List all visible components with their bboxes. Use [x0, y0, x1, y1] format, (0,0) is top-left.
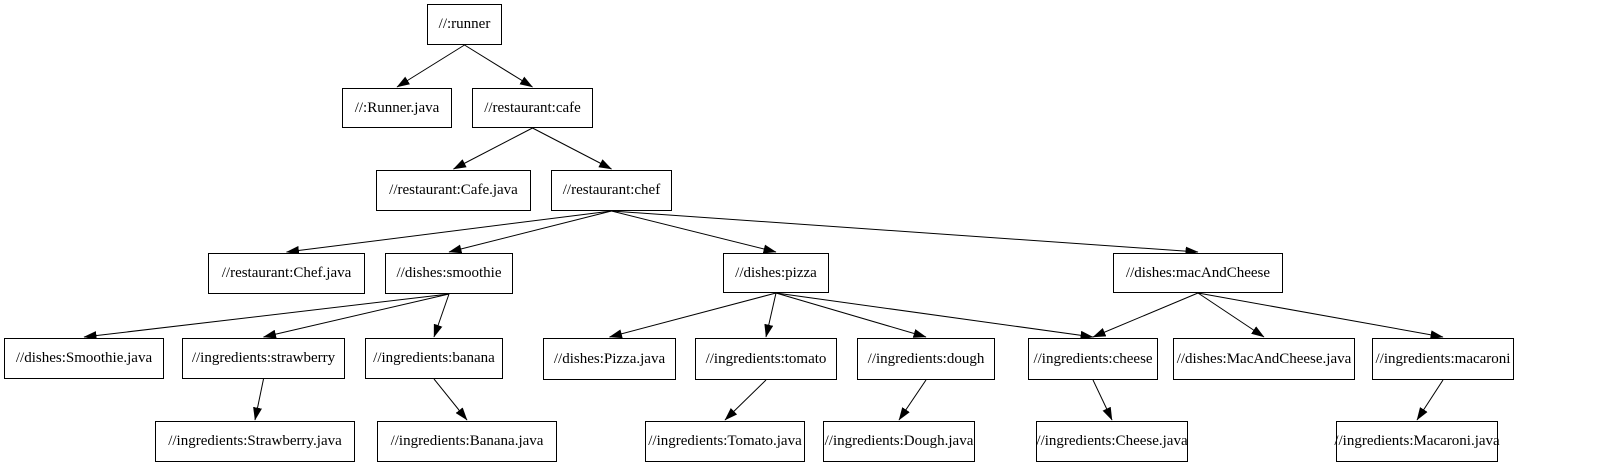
graph-edge-pizza-cheese [775, 292, 1094, 340]
graph-edge-chef-chefJava [286, 210, 612, 255]
graph-node-chefJava: //restaurant:Chef.java [208, 253, 365, 294]
graph-node-runner: //:runner [427, 4, 502, 45]
graph-node-cafe: //restaurant:cafe [472, 88, 593, 128]
graph-edge-banana-bananaJava [433, 378, 468, 421]
graph-node-macJava: //dishes:MacAndCheese.java [1173, 338, 1355, 380]
graph-node-pizza: //dishes:pizza [723, 253, 829, 293]
graph-node-tomatoJava: //ingredients:Tomato.java [645, 421, 805, 462]
graph-edge-chef-pizza [611, 210, 777, 254]
graph-edge-mac-macJava [1197, 292, 1265, 338]
graph-edge-pizza-dough [775, 292, 927, 338]
graph-edge-cheese-cheeseJava [1092, 379, 1113, 421]
graph-node-cafeJava: //restaurant:Cafe.java [376, 170, 531, 211]
graph-edge-cafe-chef [532, 127, 612, 170]
graph-node-doughJava: //ingredients:Dough.java [823, 421, 975, 462]
graph-edge-tomato-tomatoJava [724, 379, 767, 421]
graph-node-tomato: //ingredients:tomato [695, 338, 837, 380]
graph-node-macaroniJava: //ingredients:Macaroni.java [1334, 421, 1500, 462]
graph-edge-pizza-pizzaJava [609, 292, 777, 339]
graph-edge-runner-cafe [464, 44, 533, 88]
graph-node-chef: //restaurant:chef [551, 170, 672, 211]
graph-edge-strawberry-strawberryJava [253, 378, 264, 421]
graph-node-smoothieJava: //dishes:Smoothie.java [4, 338, 164, 379]
graph-node-smoothie: //dishes:smoothie [385, 253, 513, 294]
graph-edge-smoothie-banana [433, 293, 450, 338]
graph-edge-mac-cheese [1092, 292, 1199, 338]
graph-edge-chef-mac [611, 210, 1199, 256]
graph-node-strawberry: //ingredients:strawberry [182, 338, 345, 379]
graph-edge-dough-doughJava [898, 379, 927, 421]
graph-node-cheeseJava: //ingredients:Cheese.java [1036, 421, 1188, 462]
graph-node-strawberryJava: //ingredients:Strawberry.java [155, 421, 355, 462]
graph-node-mac: //dishes:macAndCheese [1113, 253, 1283, 293]
graph-edge-pizza-tomato [764, 292, 777, 338]
graph-edge-cafe-cafeJava [453, 127, 533, 170]
graph-edge-runner-runnerJava [396, 44, 465, 88]
graph-edge-chef-smoothie [448, 210, 612, 254]
graph-node-cheese: //ingredients:cheese [1028, 338, 1158, 380]
graph-node-bananaJava: //ingredients:Banana.java [377, 421, 557, 462]
graph-node-macaroni: //ingredients:macaroni [1372, 338, 1514, 380]
graph-node-dough: //ingredients:dough [857, 338, 995, 380]
graph-node-runnerJava: //:Runner.java [342, 88, 452, 128]
graph-node-pizzaJava: //dishes:Pizza.java [543, 338, 676, 380]
graph-edge-macaroni-macaroniJava [1416, 379, 1444, 421]
graph-edge-smoothie-strawberry [263, 293, 450, 339]
graph-edge-mac-macaroni [1197, 292, 1444, 340]
graph-edge-smoothie-smoothieJava [83, 293, 450, 341]
graph-node-banana: //ingredients:banana [365, 338, 503, 379]
